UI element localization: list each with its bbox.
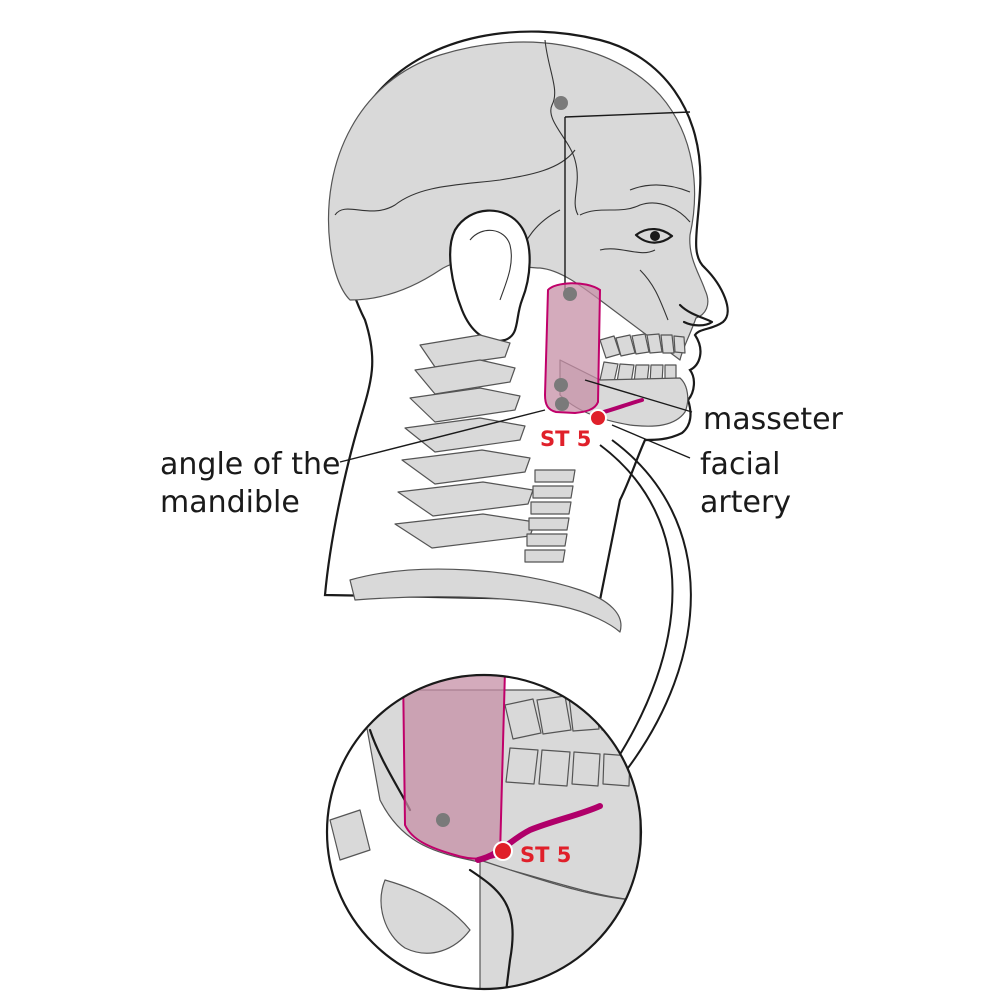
inset-landmark-dot [436,813,450,827]
inset-acupoint-st5 [493,841,513,861]
zoom-connector [599,444,674,771]
landmark-dot-masseter-top [563,287,577,301]
lower-teeth [599,361,677,384]
upper-teeth [599,333,686,359]
label-angle-2: mandible [160,485,300,520]
landmark-dot-masseter-mid [554,378,568,392]
leader-angle [339,409,546,463]
label-angle-1: angle of the [160,447,340,482]
leader-masseter [584,379,693,413]
inset-border [325,673,643,991]
trachea [524,469,576,563]
landmark-dot-angle [555,397,569,411]
acupoint-st5-label: ST 5 [540,427,591,451]
masseter-muscle [543,282,602,415]
inset-magnifier [327,675,641,989]
label-facial-artery-1: facial [700,447,781,482]
head-illustration [323,30,729,633]
inset-masseter-muscle [401,675,507,860]
acupoint-st5 [589,409,607,427]
inset-acupoint-st5-label: ST 5 [520,843,571,867]
skull [327,41,709,361]
clavicle [349,568,622,633]
label-facial-artery-2: artery [700,485,791,520]
cervical-spine [394,334,536,549]
landmark-dot-skull [554,96,568,110]
leader-facial-artery [611,424,691,459]
label-masseter: masseter [703,402,844,437]
